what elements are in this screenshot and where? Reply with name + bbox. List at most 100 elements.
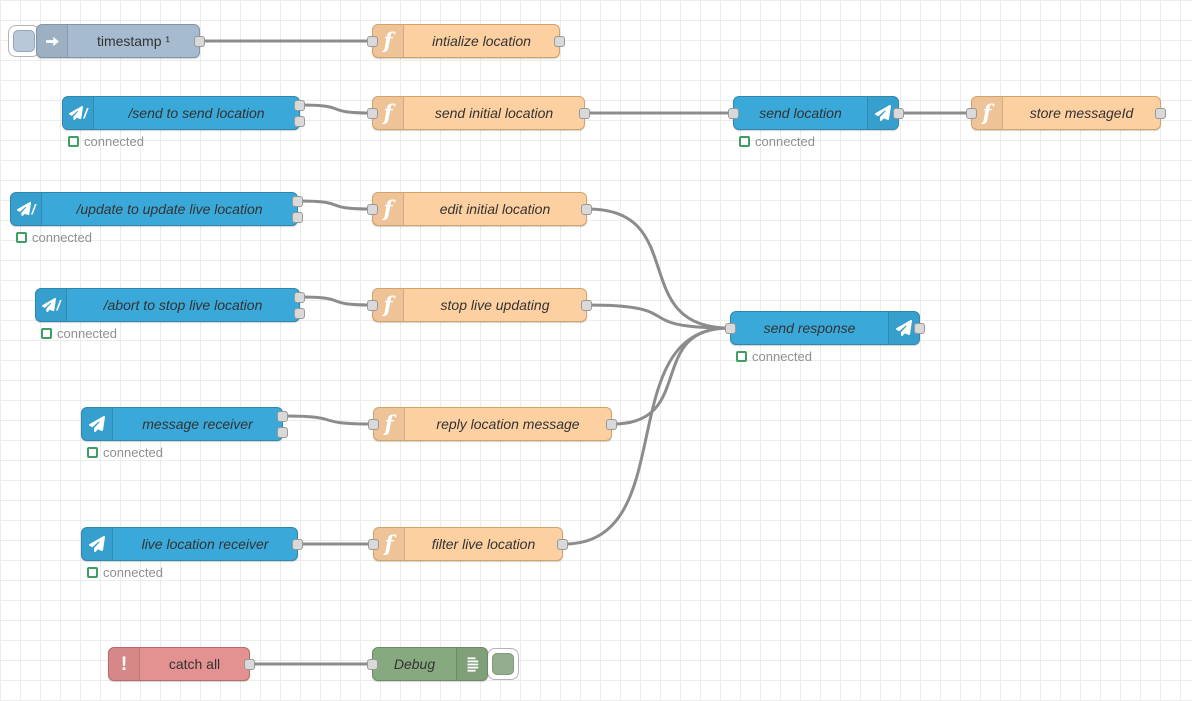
node-label: stop live updating [440,297,550,313]
node-label: catch all [168,656,221,672]
output-port-1[interactable] [277,411,288,422]
node-catch-all[interactable]: ! catch all [108,647,255,681]
function-icon: f [373,25,404,57]
output-port[interactable] [554,36,565,47]
node-label: filter live location [431,536,536,552]
status-text: connected [103,565,163,580]
telegram-receiver-icon [82,528,113,560]
wire[interactable] [586,303,731,330]
status-dot-icon [16,232,27,243]
status-dot-icon [41,328,52,339]
wire[interactable] [282,414,374,426]
inject-arrow-icon [37,25,68,57]
node-label: /abort to stop live location [103,297,263,313]
inject-button-inner [13,30,35,52]
output-port-2[interactable] [277,427,288,438]
output-port[interactable] [557,539,568,550]
status-dot-icon [87,567,98,578]
node-status: connected [87,565,163,580]
status-text: connected [103,445,163,460]
input-port[interactable] [368,539,379,550]
input-port[interactable] [368,419,379,430]
output-port[interactable] [581,204,592,215]
wire[interactable] [586,207,731,330]
output-port-2[interactable] [294,116,305,127]
status-dot-icon [68,136,79,147]
wire[interactable] [299,103,373,115]
node-function-send-initial-location[interactable]: f send initial location [367,96,590,130]
node-label: store messageId [1029,105,1134,121]
node-label: edit initial location [439,201,551,217]
output-port[interactable] [579,108,590,119]
input-port[interactable] [728,108,739,119]
node-function-initialize-location[interactable]: f intialize location [367,24,565,58]
status-text: connected [752,349,812,364]
output-port-1[interactable] [294,100,305,111]
input-port[interactable] [367,108,378,119]
wire[interactable] [611,326,731,426]
telegram-command-icon: / [63,97,94,129]
exclamation-icon: ! [109,648,140,680]
output-port[interactable] [194,36,205,47]
node-telegram-update-command[interactable]: / /update to update live location [10,192,303,226]
telegram-receiver-icon [82,408,113,440]
input-port[interactable] [367,204,378,215]
node-label: send response [763,320,856,336]
input-port[interactable] [367,659,378,670]
input-port[interactable] [367,300,378,311]
telegram-command-icon: / [11,193,42,225]
node-function-edit-initial-location[interactable]: f edit initial location [367,192,592,226]
node-label: live location receiver [141,536,269,552]
output-port[interactable] [581,300,592,311]
function-icon: f [373,289,404,321]
node-status: connected [68,134,144,149]
node-status: connected [41,326,117,341]
output-port[interactable] [1155,108,1166,119]
output-port-2[interactable] [294,308,305,319]
function-icon: f [373,193,404,225]
input-port[interactable] [725,323,736,334]
node-telegram-message-receiver[interactable]: message receiver [81,407,288,441]
status-dot-icon [87,447,98,458]
node-telegram-send-command[interactable]: / /send to send location [62,96,305,130]
node-label: send location [759,105,842,121]
output-port-2[interactable] [292,212,303,223]
node-telegram-send-location[interactable]: send location [728,96,904,130]
node-function-reply-location-message[interactable]: f reply location message [368,407,617,441]
node-label: timestamp ¹ [96,33,171,49]
node-function-filter-live-location[interactable]: f filter live location [368,527,568,561]
wire[interactable] [299,295,373,307]
telegram-sender-icon [888,312,919,344]
node-status: connected [739,134,815,149]
node-telegram-send-response[interactable]: send response [725,311,925,345]
output-port[interactable] [606,419,617,430]
wire[interactable] [562,326,731,546]
status-text: connected [84,134,144,149]
output-port-1[interactable] [292,196,303,207]
telegram-command-icon: / [36,289,67,321]
output-port[interactable] [893,108,904,119]
node-status: connected [87,445,163,460]
node-label: /update to update live location [76,201,263,217]
node-function-stop-live-updating[interactable]: f stop live updating [367,288,592,322]
debug-toggle-inner [492,653,514,675]
node-inject-timestamp[interactable]: timestamp ¹ [36,24,205,58]
function-icon: f [374,408,405,440]
node-telegram-abort-command[interactable]: / /abort to stop live location [35,288,305,322]
node-label: send initial location [434,105,554,121]
status-dot-icon [736,351,747,362]
input-port[interactable] [966,108,977,119]
debug-toggle-button[interactable] [487,648,519,680]
node-label: Debug [393,656,436,672]
input-port[interactable] [367,36,378,47]
node-debug[interactable]: Debug [367,647,488,681]
wire[interactable] [297,199,373,211]
output-port[interactable] [292,539,303,550]
node-telegram-live-location-receiver[interactable]: live location receiver [81,527,303,561]
output-port-1[interactable] [294,292,305,303]
output-port[interactable] [914,323,925,334]
output-port[interactable] [244,659,255,670]
node-function-store-messageid[interactable]: f store messageId [966,96,1166,130]
